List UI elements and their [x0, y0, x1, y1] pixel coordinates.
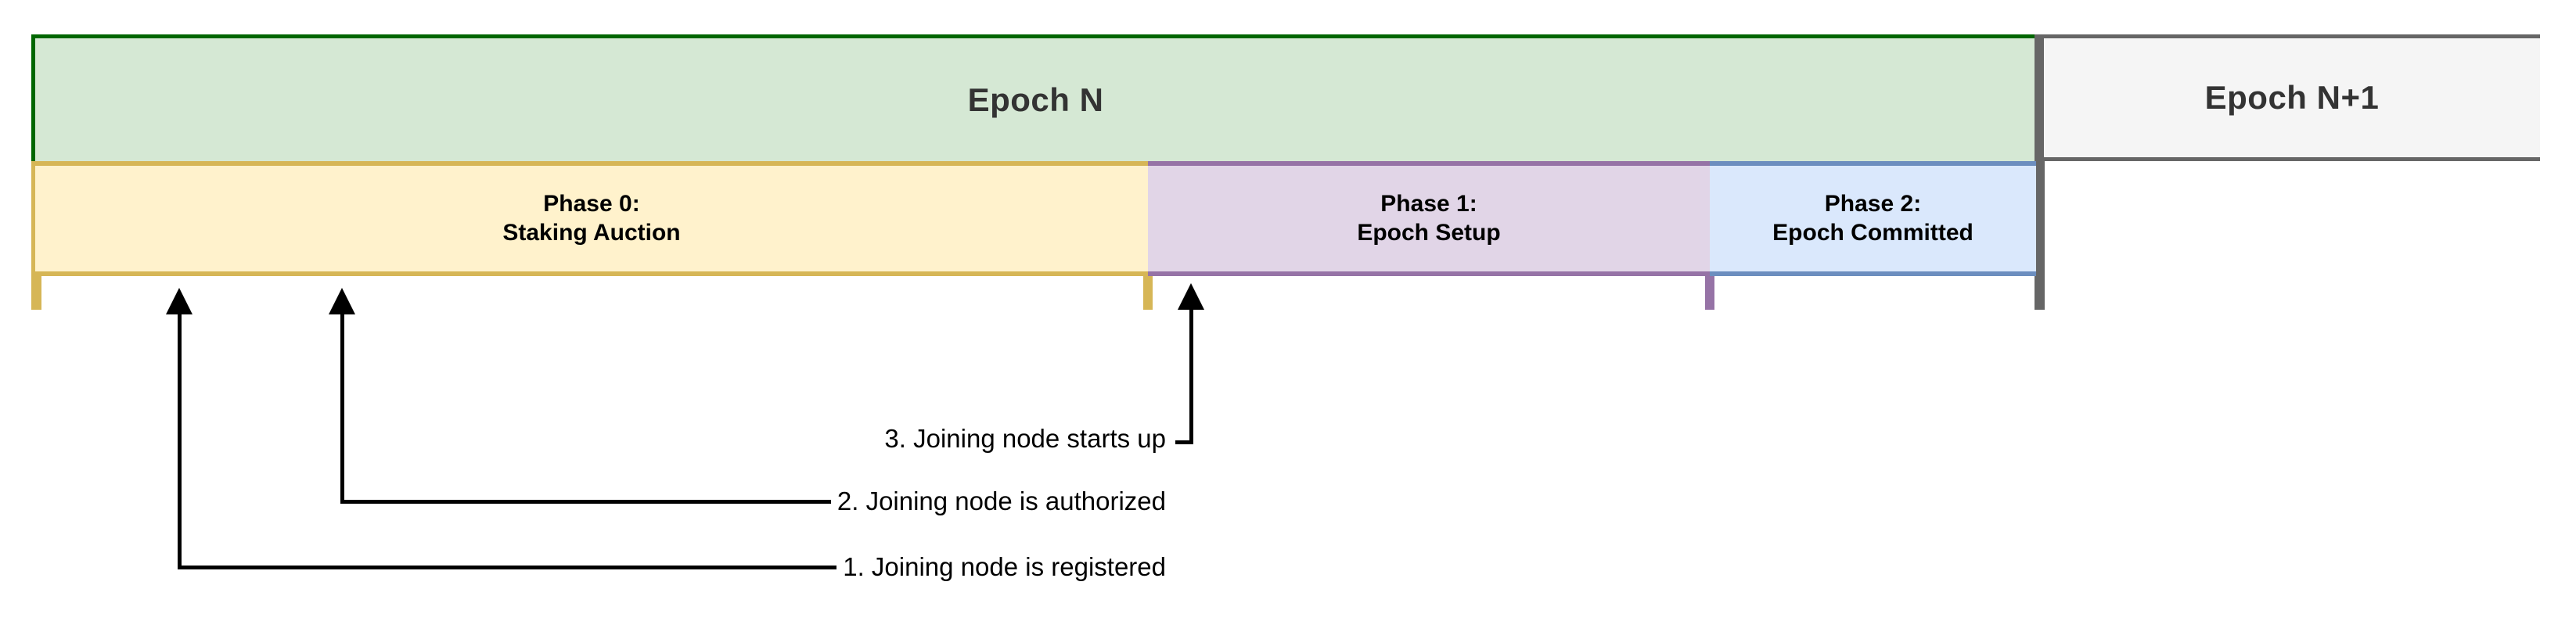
- phase-2-box: Phase 2: Epoch Committed: [1710, 161, 2036, 276]
- phase-2-title: Phase 2:: [1824, 190, 1922, 217]
- callout-1-vertical-connector: [178, 308, 182, 569]
- callout-3-horizontal-connector: [1175, 440, 1193, 444]
- phase-2-subtitle: Epoch Committed: [1772, 219, 1973, 246]
- epoch-n-box: Epoch N: [35, 34, 2036, 161]
- phase-0-box: Phase 0: Staking Auction: [35, 161, 1148, 276]
- phase-0-subtitle: Staking Auction: [502, 219, 681, 246]
- phase-1-subtitle: Epoch Setup: [1357, 219, 1501, 246]
- phase-1-box: Phase 1: Epoch Setup: [1148, 161, 1710, 276]
- callout-1-label: 1. Joining node is registered: [843, 552, 1166, 581]
- epoch-n-plus-1-label: Epoch N+1: [2204, 79, 2380, 116]
- epoch-n-plus-1-box: Epoch N+1: [2044, 34, 2540, 161]
- phase-0-title: Phase 0:: [543, 190, 640, 217]
- epoch-boundary-divider: [2035, 34, 2045, 310]
- phase-1-title: Phase 1:: [1380, 190, 1477, 217]
- callout-2-vertical-connector: [340, 308, 344, 504]
- callout-3-label: 3. Joining node starts up: [884, 424, 1166, 453]
- callout-3-vertical-connector: [1189, 303, 1193, 444]
- callout-2-horizontal-connector: [340, 500, 831, 504]
- epoch-n-label: Epoch N: [967, 81, 1104, 118]
- callout-2-label: 2. Joining node is authorized: [836, 487, 1166, 515]
- callout-1-horizontal-connector: [178, 566, 837, 569]
